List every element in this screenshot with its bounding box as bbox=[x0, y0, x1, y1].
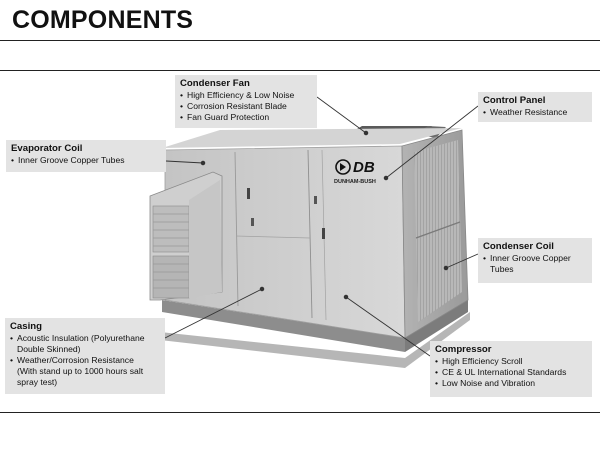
bottom-frame-rule bbox=[0, 412, 600, 413]
callout-item-continuation: (With stand up to 1000 hours salt bbox=[17, 366, 144, 376]
air-hood bbox=[149, 171, 223, 301]
callout-item: Fan Guard Protection bbox=[180, 112, 312, 123]
title-divider bbox=[0, 40, 600, 41]
callout-item: Acoustic Insulation (Polyurethane bbox=[10, 333, 160, 344]
callout-condenser-coil: Condenser Coil Inner Groove Copper Tubes bbox=[478, 238, 592, 283]
leader-condenser-fan bbox=[316, 96, 367, 134]
callout-item-continuation: Double Skinned) bbox=[17, 344, 81, 354]
callout-item: Weather Resistance bbox=[483, 107, 587, 118]
leader-compressor bbox=[345, 296, 431, 357]
callout-item: Low Noise and Vibration bbox=[435, 378, 587, 389]
callout-item-continuation: Tubes bbox=[490, 264, 514, 274]
front-casing bbox=[164, 145, 406, 339]
callout-title: Condenser Coil bbox=[483, 241, 554, 252]
condenser-coil-fins bbox=[414, 140, 462, 322]
callout-condenser-fan: Condenser Fan High Efficiency & Low Nois… bbox=[175, 75, 317, 128]
callout-item: Inner Groove Copper Tubes bbox=[11, 155, 161, 166]
door-handle bbox=[247, 188, 250, 199]
top-panel bbox=[162, 128, 462, 148]
logo-letters: DB bbox=[353, 159, 375, 176]
callout-item: Inner Groove Copper bbox=[483, 253, 587, 264]
page-title: COMPONENTS bbox=[12, 6, 194, 34]
leader-evaporator-coil bbox=[165, 160, 204, 164]
base-rail bbox=[162, 300, 405, 352]
callout-casing: Casing Acoustic Insulation (Polyurethane… bbox=[5, 318, 165, 394]
callout-item: Corrosion Resistant Blade bbox=[180, 101, 312, 112]
leader-casing bbox=[164, 288, 263, 339]
ground-shadow bbox=[160, 312, 470, 368]
callout-item-continuation: spray test) bbox=[17, 377, 58, 387]
callout-title: Condenser Fan bbox=[180, 78, 250, 89]
callout-item: High Efficiency & Low Noise bbox=[180, 90, 312, 101]
leader-condenser-coil bbox=[445, 253, 479, 269]
callout-item: High Efficiency Scroll bbox=[435, 356, 587, 367]
callout-title: Evaporator Coil bbox=[11, 143, 83, 154]
callout-item: Weather/Corrosion Resistance bbox=[10, 355, 160, 366]
leader-control-panel bbox=[385, 105, 479, 179]
callout-control-panel: Control Panel Weather Resistance bbox=[478, 92, 592, 122]
callout-title: Control Panel bbox=[483, 95, 546, 106]
callout-title: Compressor bbox=[435, 344, 492, 355]
top-frame-rule bbox=[0, 70, 600, 71]
callout-title: Casing bbox=[10, 321, 42, 332]
fan-guard bbox=[345, 126, 432, 140]
db-logo bbox=[335, 159, 351, 175]
callout-compressor: Compressor High Efficiency Scroll CE & U… bbox=[430, 341, 592, 397]
callout-evaporator-coil: Evaporator Coil Inner Groove Copper Tube… bbox=[6, 140, 166, 172]
logo-brand: DUNHAM-BUSH bbox=[334, 179, 376, 185]
side-casing bbox=[401, 129, 469, 339]
callout-item: CE & UL International Standards bbox=[435, 367, 587, 378]
